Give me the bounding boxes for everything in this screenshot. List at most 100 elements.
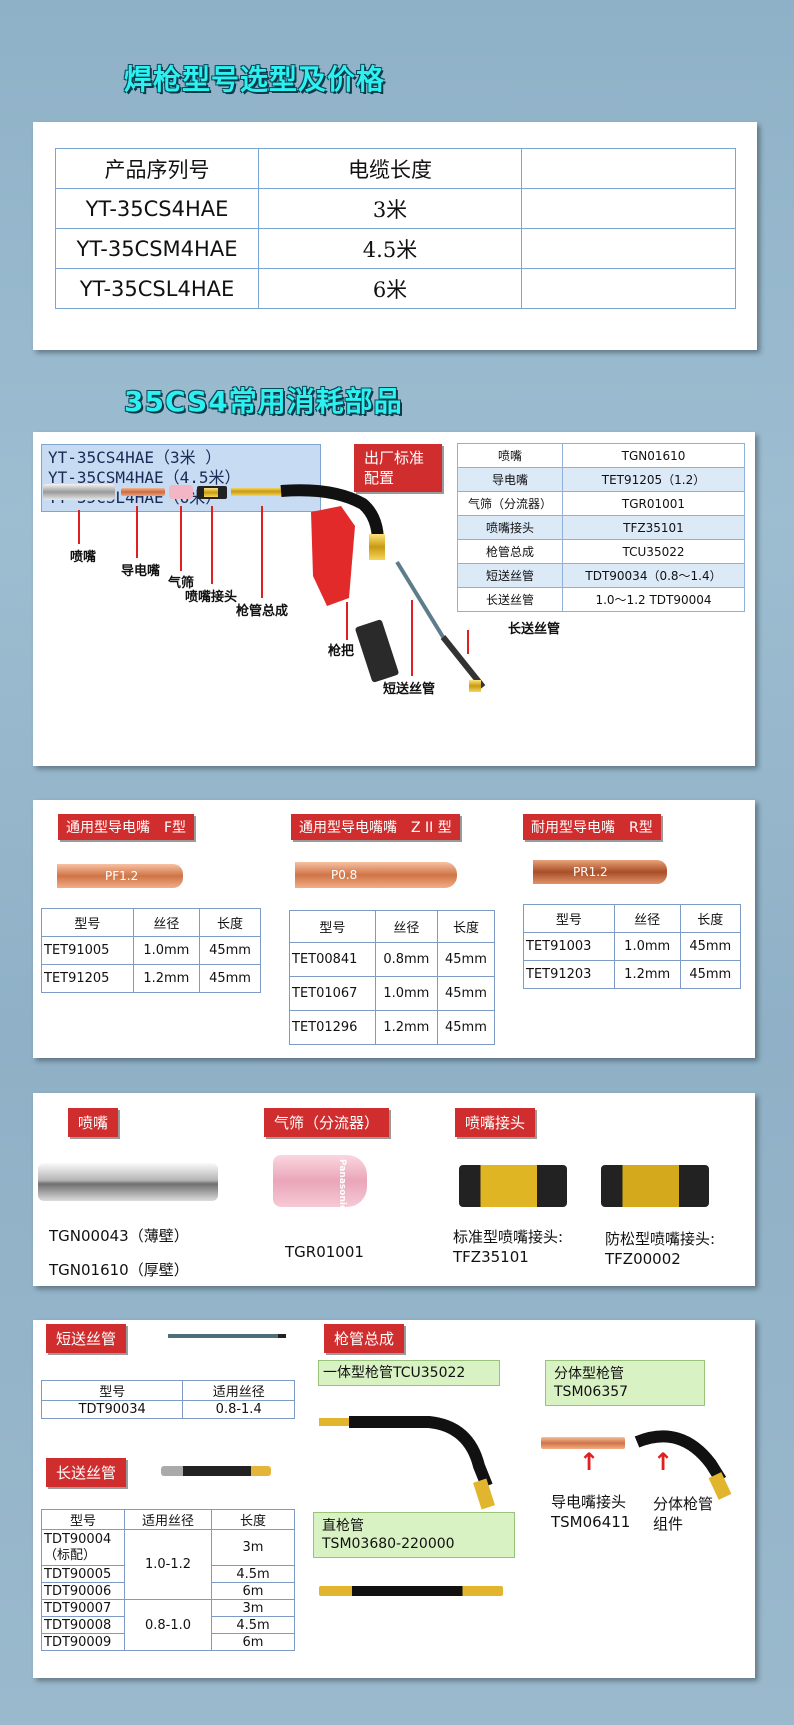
table-cell: TET00841 xyxy=(289,942,376,977)
label-neck: 枪管总成 xyxy=(236,604,289,619)
table-cell: 45mm xyxy=(436,976,496,1011)
table-cell: TET91203 xyxy=(523,960,615,989)
short-liner-icon xyxy=(395,560,445,639)
model-list-box: YT-35CS4HAE（3米 ） YT-35CSM4HAE（4.5米） YT-3… xyxy=(41,444,321,512)
table-cell: 0.8-1.0 xyxy=(124,1599,212,1651)
table-cell: TET91005 xyxy=(41,936,134,965)
diffuser-image: Panasonic xyxy=(273,1155,367,1211)
tag-diffuser: 气筛（分流器） xyxy=(264,1108,390,1137)
long-liner-icon xyxy=(440,635,486,689)
tip-z-image: P0.8 xyxy=(295,862,457,888)
table-cell: TDT90034 xyxy=(40,1400,184,1419)
spec-name: 长送丝管 xyxy=(457,587,563,612)
table-cell: TDT90005 xyxy=(41,1565,125,1583)
holder-standard-image xyxy=(459,1165,567,1207)
table-cell: 1.2mm xyxy=(374,1010,438,1045)
price-cell xyxy=(521,188,736,229)
table-cell: 6m xyxy=(211,1582,295,1600)
long-liner-image xyxy=(161,1466,271,1476)
spec-name: 导电嘴 xyxy=(457,467,563,492)
model-line: YT-35CS4HAE（3米 ） xyxy=(48,448,222,467)
header-cell: 适用丝径 xyxy=(124,1509,212,1530)
split-neck-caption: 分体枪管 组件 xyxy=(653,1494,713,1534)
header-cell: 丝径 xyxy=(132,908,201,937)
nozzle-caption-thick: TGN01610（厚壁） xyxy=(49,1261,189,1279)
section-title-selection: 焊枪型号选型及价格 xyxy=(124,63,386,96)
table-row: YT-35CSL4HAE 6米 xyxy=(55,268,736,309)
split-neck-label-1: 分体枪管 xyxy=(653,1495,714,1513)
tip-marking: P0.8 xyxy=(331,868,358,882)
header-cell: 长度 xyxy=(199,908,261,937)
header-cell: 产品序列号 xyxy=(55,148,259,189)
tag-tip-r: 耐用型导电嘴 R型 xyxy=(523,814,661,840)
header-cell: 电缆长度 xyxy=(258,148,522,189)
price-cell xyxy=(521,268,736,309)
table-cell: 45mm xyxy=(199,964,261,993)
price-cell xyxy=(521,228,736,269)
straight-neck-title: 直枪管 xyxy=(322,1518,364,1534)
arrow-up-icon: ↑ xyxy=(653,1448,674,1476)
table-cell: TDT90009 xyxy=(41,1633,125,1651)
selection-panel: 产品序列号 电缆长度 YT-35CS4HAE 3米 YT-35CSM4HAE 4… xyxy=(33,122,757,350)
diffuser-brand: Panasonic xyxy=(337,1159,347,1211)
tag-short-liner: 短送丝管 xyxy=(46,1324,127,1353)
table-cell: 1.0mm xyxy=(613,932,681,961)
integral-neck-image xyxy=(319,1416,495,1510)
table-cell: TDT90006 xyxy=(41,1582,125,1600)
tag-tip-z: 通用型导电嘴嘴 Z II 型 xyxy=(291,814,460,840)
length-cell: 6米 xyxy=(258,268,522,309)
holder-lock-code: TFZ00002 xyxy=(605,1250,681,1268)
length-cell: 4.5米 xyxy=(258,228,522,269)
table-cell: 45mm xyxy=(436,1010,496,1045)
spec-name: 喷嘴接头 xyxy=(457,515,563,540)
diffuser-part-icon xyxy=(169,485,193,499)
split-tip-code: TSM06411 xyxy=(551,1513,631,1531)
nozzle-part-icon xyxy=(43,484,115,500)
label-handle: 枪把 xyxy=(328,644,355,659)
handle-part-icon xyxy=(311,506,355,606)
spec-value: TCU35022 xyxy=(562,539,745,564)
torch-illustration xyxy=(43,484,486,692)
label-diffuser: 气筛 xyxy=(168,576,195,591)
split-tip-label: 导电嘴接头 xyxy=(551,1493,627,1511)
nozzle-image xyxy=(38,1163,218,1201)
label-nozzle: 喷嘴 xyxy=(70,550,97,565)
table-header-row: 产品序列号 电缆长度 xyxy=(55,148,736,189)
split-tip-caption: 导电嘴接头 TSM06411 xyxy=(551,1492,630,1532)
tag-tip-f: 通用型导电嘴 F型 xyxy=(58,814,195,840)
straight-neck-image xyxy=(319,1586,503,1596)
split-neck-box: 分体型枪管 TSM06357 xyxy=(545,1360,705,1406)
consumables-panel: YT-35CS4HAE（3米 ） YT-35CSM4HAE（4.5米） YT-3… xyxy=(33,432,755,766)
table-cell: 45mm xyxy=(199,936,261,965)
split-neck-image xyxy=(634,1430,732,1500)
holder-standard-caption: 标准型喷嘴接头: TFZ35101 xyxy=(453,1227,563,1267)
table-cell: TET01067 xyxy=(289,976,376,1011)
header-cell: 丝径 xyxy=(374,910,438,943)
header-cell: 长度 xyxy=(679,904,742,933)
holder-lock-caption: 防松型喷嘴接头: TFZ00002 xyxy=(605,1229,715,1269)
table-cell: TDT90004 （标配） xyxy=(41,1529,125,1566)
section-title-consumables: 35CS4常用消耗部品 xyxy=(124,385,403,418)
spec-value: 1.0～1.2 TDT90004 xyxy=(562,587,745,612)
holder-lock-label: 防松型喷嘴接头: xyxy=(605,1230,716,1248)
table-cell: 1.0-1.2 xyxy=(124,1529,212,1600)
label-tip: 导电嘴 xyxy=(121,564,161,579)
spec-name: 短送丝管 xyxy=(457,563,563,588)
short-liner-image xyxy=(168,1334,286,1338)
model-cell: YT-35CS4HAE xyxy=(55,188,259,229)
table-cell: TET01296 xyxy=(289,1010,376,1045)
tag-neck: 枪管总成 xyxy=(324,1324,405,1353)
label-short-liner: 短送丝管 xyxy=(383,682,436,697)
split-neck-code: TSM06357 xyxy=(554,1384,629,1400)
header-cell: 丝径 xyxy=(613,904,681,933)
table-cell: TET91003 xyxy=(523,932,615,961)
table-cell: TDT90007 xyxy=(41,1599,125,1617)
table-cell: 1.2mm xyxy=(132,964,201,993)
table-cell: 1.2mm xyxy=(613,960,681,989)
table-cell: 45mm xyxy=(436,942,496,977)
model-line: YT-35CSM4HAE（4.5米） xyxy=(48,468,241,487)
standard-config-badge: 出厂标准配置 xyxy=(354,444,442,492)
